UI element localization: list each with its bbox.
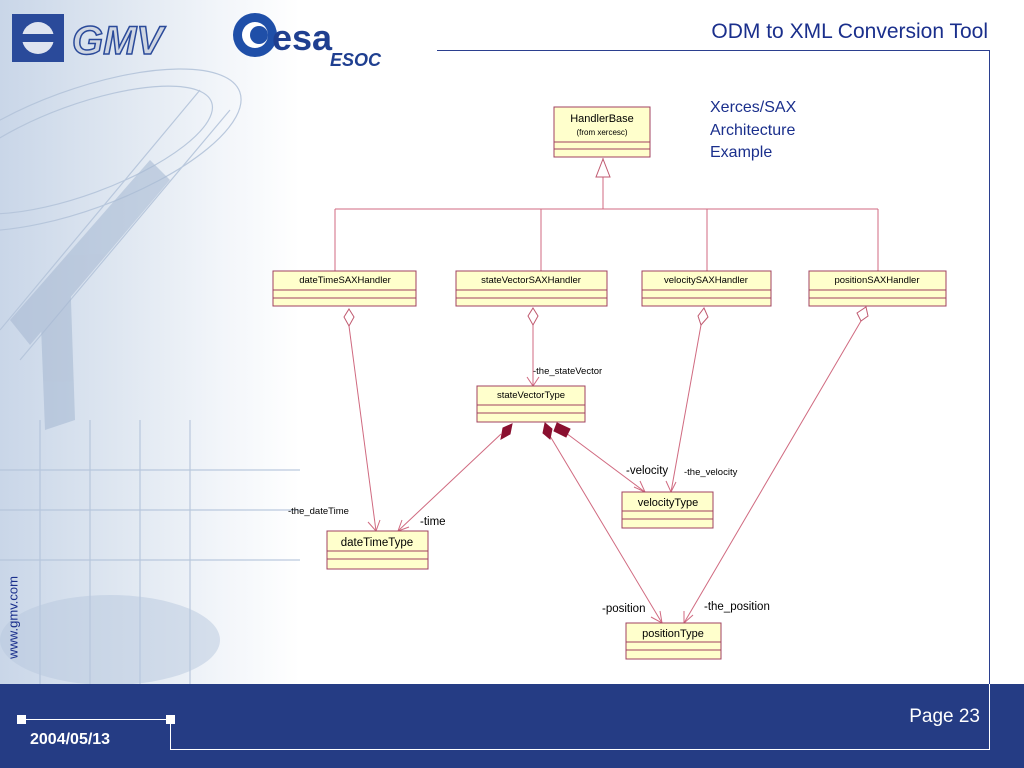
class-velocity-saxhandler-name: velocitySAXHandler — [664, 275, 748, 286]
aggregation-diamond-position — [856, 306, 869, 322]
uml-class-diagram: HandlerBase (from xercesc) dateTimeSAXHa… — [272, 106, 947, 660]
svg-text:ESOC: ESOC — [330, 50, 382, 70]
assoc-velocity — [565, 432, 646, 493]
role-position: -position — [602, 603, 645, 615]
website-url: www.gmv.com — [5, 576, 21, 659]
class-handlerbase: HandlerBase (from xercesc) — [553, 106, 651, 158]
assoc-velocity-handler — [670, 324, 702, 493]
assoc-position-handler — [683, 320, 862, 624]
role-the-velocity: -the_velocity — [684, 467, 738, 478]
footer-date: 2004/05/13 — [30, 731, 111, 748]
class-positiontype-name: positionType — [642, 628, 704, 640]
assoc-datetime-handler — [348, 325, 377, 532]
role-the-position: -the_position — [704, 601, 770, 613]
class-handlerbase-stereotype: (from xercesc) — [576, 128, 627, 137]
generalization-arrowhead — [595, 157, 611, 178]
role-the-statevector: -the_stateVector — [533, 366, 602, 377]
footer-rule-step — [170, 719, 171, 749]
diagram-caption: Xerces/SAX Architecture Example — [710, 97, 796, 165]
esa-esoc-logo: esa ESOC — [233, 13, 382, 70]
aggregation-diamond-datetime — [343, 308, 355, 328]
title-rule — [437, 50, 990, 51]
class-handlerbase-name: HandlerBase — [570, 113, 634, 125]
class-position-saxhandler: positionSAXHandler — [808, 270, 947, 307]
role-time: -time — [420, 516, 446, 528]
svg-text:GMV: GMV — [72, 19, 166, 63]
class-velocitytype-name: velocityType — [638, 497, 699, 509]
svg-text:esa: esa — [272, 17, 333, 58]
aggregation-diamond-velocity — [697, 307, 709, 326]
role-the-datetime: -the_dateTime — [288, 506, 349, 517]
footer-square-right — [166, 715, 175, 724]
arrowhead-the-position — [683, 611, 694, 625]
footer-rule-right — [989, 684, 990, 749]
footer-rule-bottom — [170, 749, 990, 750]
right-border — [989, 50, 990, 690]
assoc-time — [397, 433, 502, 532]
class-datetimetype: dateTimeType — [326, 530, 429, 570]
class-position-saxhandler-name: positionSAXHandler — [834, 275, 919, 286]
class-statevector-saxhandler-name: stateVectorSAXHandler — [481, 275, 581, 286]
satellite-artwork — [0, 68, 300, 690]
arrowhead-the-datetime — [367, 519, 381, 532]
footer-square-left — [17, 715, 26, 724]
class-statevector-saxhandler: stateVectorSAXHandler — [455, 270, 608, 307]
class-velocitytype: velocityType — [621, 491, 714, 529]
page-number: Page 23 — [909, 706, 980, 727]
slide-title: ODM to XML Conversion Tool — [711, 20, 988, 43]
gmv-logo: GMV — [12, 14, 167, 64]
composition-diamond-time — [500, 423, 513, 440]
background-artwork — [0, 0, 300, 690]
class-positiontype: positionType — [625, 622, 722, 660]
footer-rule-left — [22, 719, 172, 720]
aggregation-diamond-statevector — [527, 307, 539, 327]
class-datetime-saxhandler: dateTimeSAXHandler — [272, 270, 417, 307]
class-statevectortype: stateVectorType — [476, 385, 586, 423]
caption-line-2: Architecture — [710, 121, 796, 139]
caption-line-3: Example — [710, 144, 773, 161]
class-datetimetype-name: dateTimeType — [341, 537, 413, 549]
role-velocity: -velocity — [626, 465, 668, 477]
caption-line-1: Xerces/SAX — [710, 99, 797, 116]
class-velocity-saxhandler: velocitySAXHandler — [641, 270, 772, 307]
class-statevectortype-name: stateVectorType — [497, 390, 565, 401]
class-datetime-saxhandler-name: dateTimeSAXHandler — [299, 275, 391, 286]
footer-bar — [0, 684, 1024, 768]
composition-diamond-velocity — [553, 422, 571, 438]
composition-diamond-position — [542, 422, 553, 440]
assoc-position — [549, 435, 663, 624]
